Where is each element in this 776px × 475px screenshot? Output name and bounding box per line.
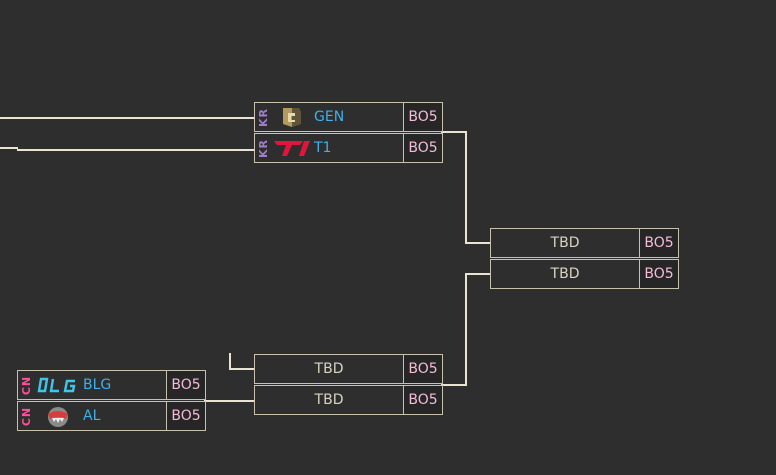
al-logo-icon [35,402,81,430]
match-format: BO5 [166,402,205,430]
connector-line [465,273,492,275]
team-name-tbd: TBD [314,392,344,408]
match-format: BO5 [403,134,442,162]
team-name: BLG [83,377,112,393]
match-row-al[interactable]: CN AL BO5 [17,401,206,431]
blg-logo-icon [35,371,81,399]
team-name: AL [83,408,101,424]
team-name: GEN [314,109,345,125]
match-row-blg[interactable]: CN BLG BO5 [17,370,206,400]
connector-line [204,400,256,402]
connector-line [229,353,231,370]
final-row-bottom[interactable]: TBD BO5 [490,259,679,289]
final-row-top[interactable]: TBD BO5 [490,228,679,258]
match-row-gen[interactable]: KR GEN BO5 [254,102,443,132]
region-label: KR [257,107,270,127]
t1-logo-icon [272,134,312,162]
region-label: KR [257,138,270,158]
semifinal-row-top[interactable]: TBD BO5 [254,354,443,384]
connector-line [229,368,256,370]
connector-line [465,242,492,244]
connector-line [441,384,467,386]
match-row-t1[interactable]: KR T1 BO5 [254,133,443,163]
team-name-tbd: TBD [314,361,344,377]
connector-line [441,131,467,133]
region-label: CN [20,375,33,395]
team-name-tbd: TBD [550,266,580,282]
connector-line [465,273,467,386]
semifinal-row-bottom[interactable]: TBD BO5 [254,385,443,415]
match-format: BO5 [403,103,442,131]
match-format: BO5 [166,371,205,399]
connector-line [0,147,18,149]
match-format: BO5 [639,229,678,257]
connector-line [17,149,256,151]
region-label: CN [20,406,33,426]
gen-g-logo-icon [272,103,312,131]
connector-line [465,131,467,244]
team-name: T1 [314,140,332,156]
team-name-tbd: TBD [550,235,580,251]
match-format: BO5 [403,355,442,383]
connector-line [0,117,256,119]
match-format: BO5 [639,260,678,288]
match-format: BO5 [403,386,442,414]
